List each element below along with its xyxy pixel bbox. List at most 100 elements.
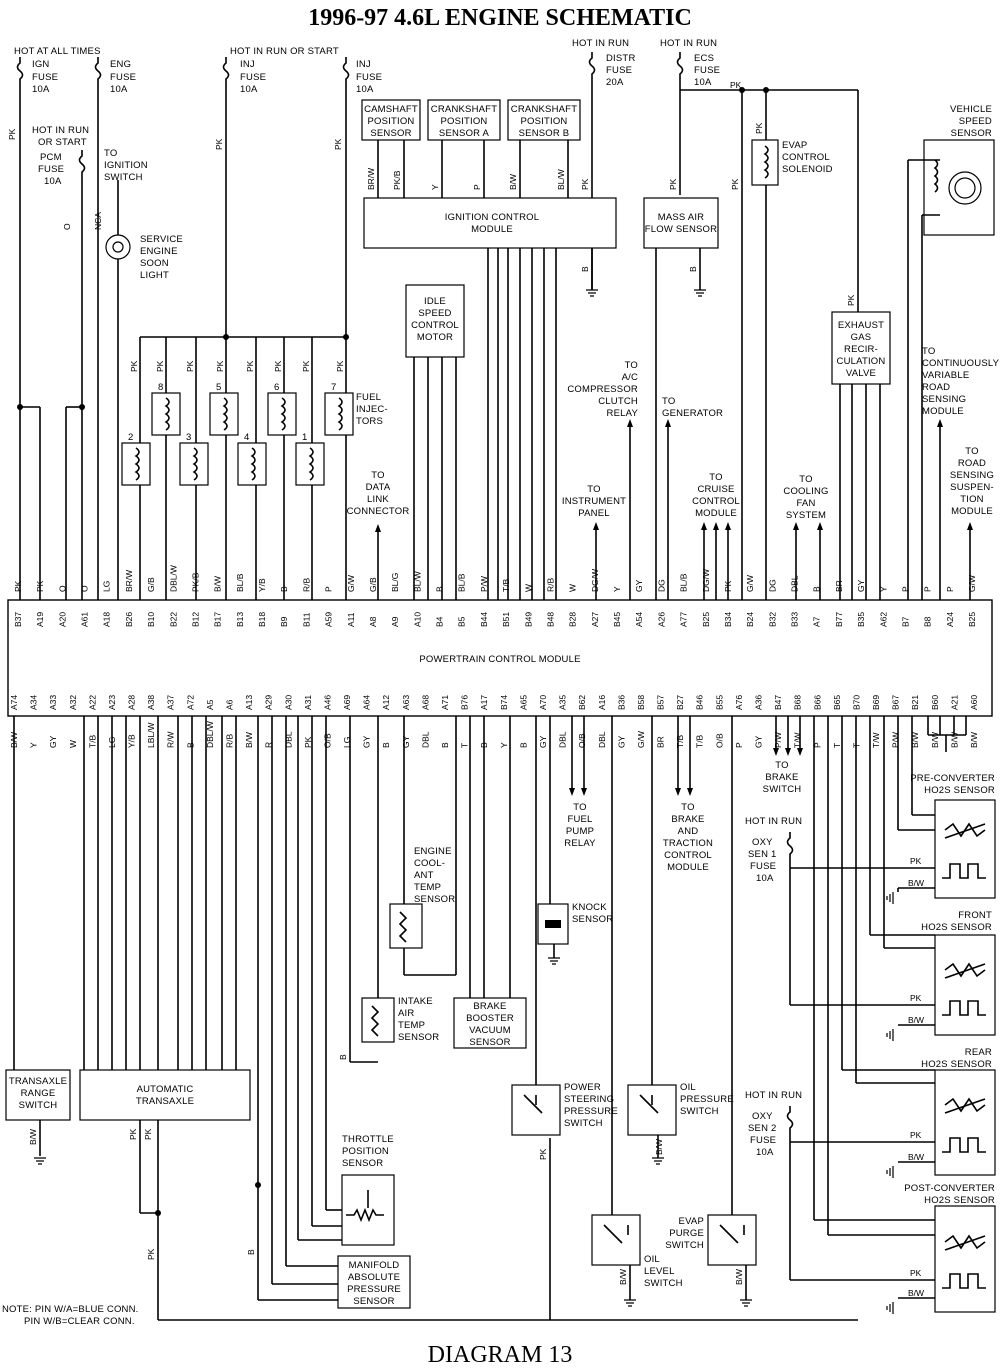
bottom-wire-color: T/B xyxy=(675,734,685,748)
top-pin: B26 xyxy=(124,612,134,627)
mass-air-flow-sensor xyxy=(643,197,719,249)
top-pin: A26 xyxy=(656,612,666,627)
bottom-wire-color: GY xyxy=(48,735,58,748)
bottom-wire-color: LBL/W xyxy=(146,722,156,748)
svg-text:B/W: B/W xyxy=(28,1129,38,1145)
pcm-top-pins: B37PKA19PKA20OA61OA18LGB26BR/WB10G/BB22D… xyxy=(13,565,977,627)
top-wire-color: O xyxy=(57,585,67,592)
top-pin: A27 xyxy=(590,612,600,627)
bottom-pin: A34 xyxy=(29,695,39,710)
top-pin: A9 xyxy=(390,616,400,627)
bottom-wire-color: DBL xyxy=(597,731,607,748)
bottom-pin: A65 xyxy=(518,695,528,710)
bottom-pin: A72 xyxy=(185,695,195,710)
coil-windings xyxy=(134,397,343,481)
top-wire-color: BR xyxy=(834,580,844,592)
bottom-wire-color: GY xyxy=(401,735,411,748)
top-wire-color: BL/G xyxy=(390,573,400,592)
bottom-wire-color: T/B xyxy=(87,734,97,748)
top-wire-color: Y/B xyxy=(257,578,267,592)
bottom-wire-color: R xyxy=(264,742,274,748)
bottom-wire-color: O/B xyxy=(577,733,587,748)
bottom-wire-color: DBL xyxy=(558,731,568,748)
bottom-wire-color: P xyxy=(734,742,744,748)
top-wire-color: BL/B xyxy=(679,573,689,592)
bottom-wire-color: B/W xyxy=(910,732,920,748)
bottom-pin: A68 xyxy=(420,695,430,710)
hot-label-pcm: HOT IN RUN xyxy=(32,125,89,136)
top-wire-color: G/B xyxy=(368,577,378,592)
svg-text:PK: PK xyxy=(214,138,224,150)
hot-label-ecs: HOT IN RUN xyxy=(660,38,717,49)
top-wire-color: LG xyxy=(102,581,112,592)
svg-text:PK: PK xyxy=(910,856,922,866)
top-pin: B13 xyxy=(235,612,245,627)
bottom-pin: A17 xyxy=(479,695,489,710)
bottom-pin: A13 xyxy=(244,695,254,710)
top-wire-color: P/W xyxy=(479,576,489,592)
svg-text:PK: PK xyxy=(333,138,343,150)
bottom-pin: A76 xyxy=(734,695,744,710)
hot-label-oxy2: HOT IN RUN xyxy=(745,1090,802,1101)
svg-text:BR/W: BR/W xyxy=(366,168,376,190)
top-wire-color: DG xyxy=(656,579,666,592)
top-pin: B32 xyxy=(767,612,777,627)
bottom-wire-color: B xyxy=(381,742,391,748)
bottom-wire-color: B xyxy=(518,742,528,748)
bottom-pin: B47 xyxy=(773,695,783,710)
bottom-pin: A74 xyxy=(9,695,19,710)
top-pin: B49 xyxy=(523,612,533,627)
bottom-pin: A71 xyxy=(440,695,450,710)
egr-valve xyxy=(831,311,891,385)
svg-text:PK: PK xyxy=(143,1128,153,1140)
bottom-pin: B60 xyxy=(930,695,940,710)
power-wires xyxy=(19,80,859,600)
top-pin: B28 xyxy=(568,612,578,627)
bottom-pin: B21 xyxy=(910,695,920,710)
top-pin: B48 xyxy=(545,612,555,627)
svg-text:B/W: B/W xyxy=(618,1269,628,1285)
bottom-wire-color: GY xyxy=(616,735,626,748)
bottom-pin: B68 xyxy=(793,695,803,710)
bottom-pin: B27 xyxy=(675,695,685,710)
svg-text:PK: PK xyxy=(128,1128,138,1140)
top-pin: A59 xyxy=(324,612,334,627)
svg-text:5: 5 xyxy=(216,382,221,393)
bottom-pin: A69 xyxy=(342,695,352,710)
top-pin: B51 xyxy=(501,612,511,627)
hot-label-oxy1: HOT IN RUN xyxy=(745,816,802,827)
knock-sensor-element-icon xyxy=(545,920,561,928)
top-pin: B25 xyxy=(967,612,977,627)
bottom-wire-color: BR xyxy=(656,736,666,748)
svg-text:PK: PK xyxy=(754,122,764,134)
svg-text:PK: PK xyxy=(215,360,225,372)
bottom-pin: A38 xyxy=(146,695,156,710)
top-pin: B44 xyxy=(479,612,489,627)
bottom-wire-color: PK xyxy=(303,736,313,748)
diagram-footer: DIAGRAM 13 xyxy=(428,1342,573,1368)
svg-text:PK: PK xyxy=(146,1248,156,1260)
top-wire-color: G/W xyxy=(745,575,755,592)
lower-wires xyxy=(13,716,967,1321)
bottom-wire-color: B/W xyxy=(949,732,959,748)
top-wire-color: W xyxy=(523,584,533,592)
bottom-wire-color: T xyxy=(460,743,470,748)
bottom-pin: A60 xyxy=(969,695,979,710)
pin-note: NOTE: PIN W/A=BLUE CONN.PIN W/B=CLEAR CO… xyxy=(2,1304,139,1327)
bottom-pin: A5 xyxy=(205,699,215,710)
top-wire-color: P xyxy=(900,586,910,592)
